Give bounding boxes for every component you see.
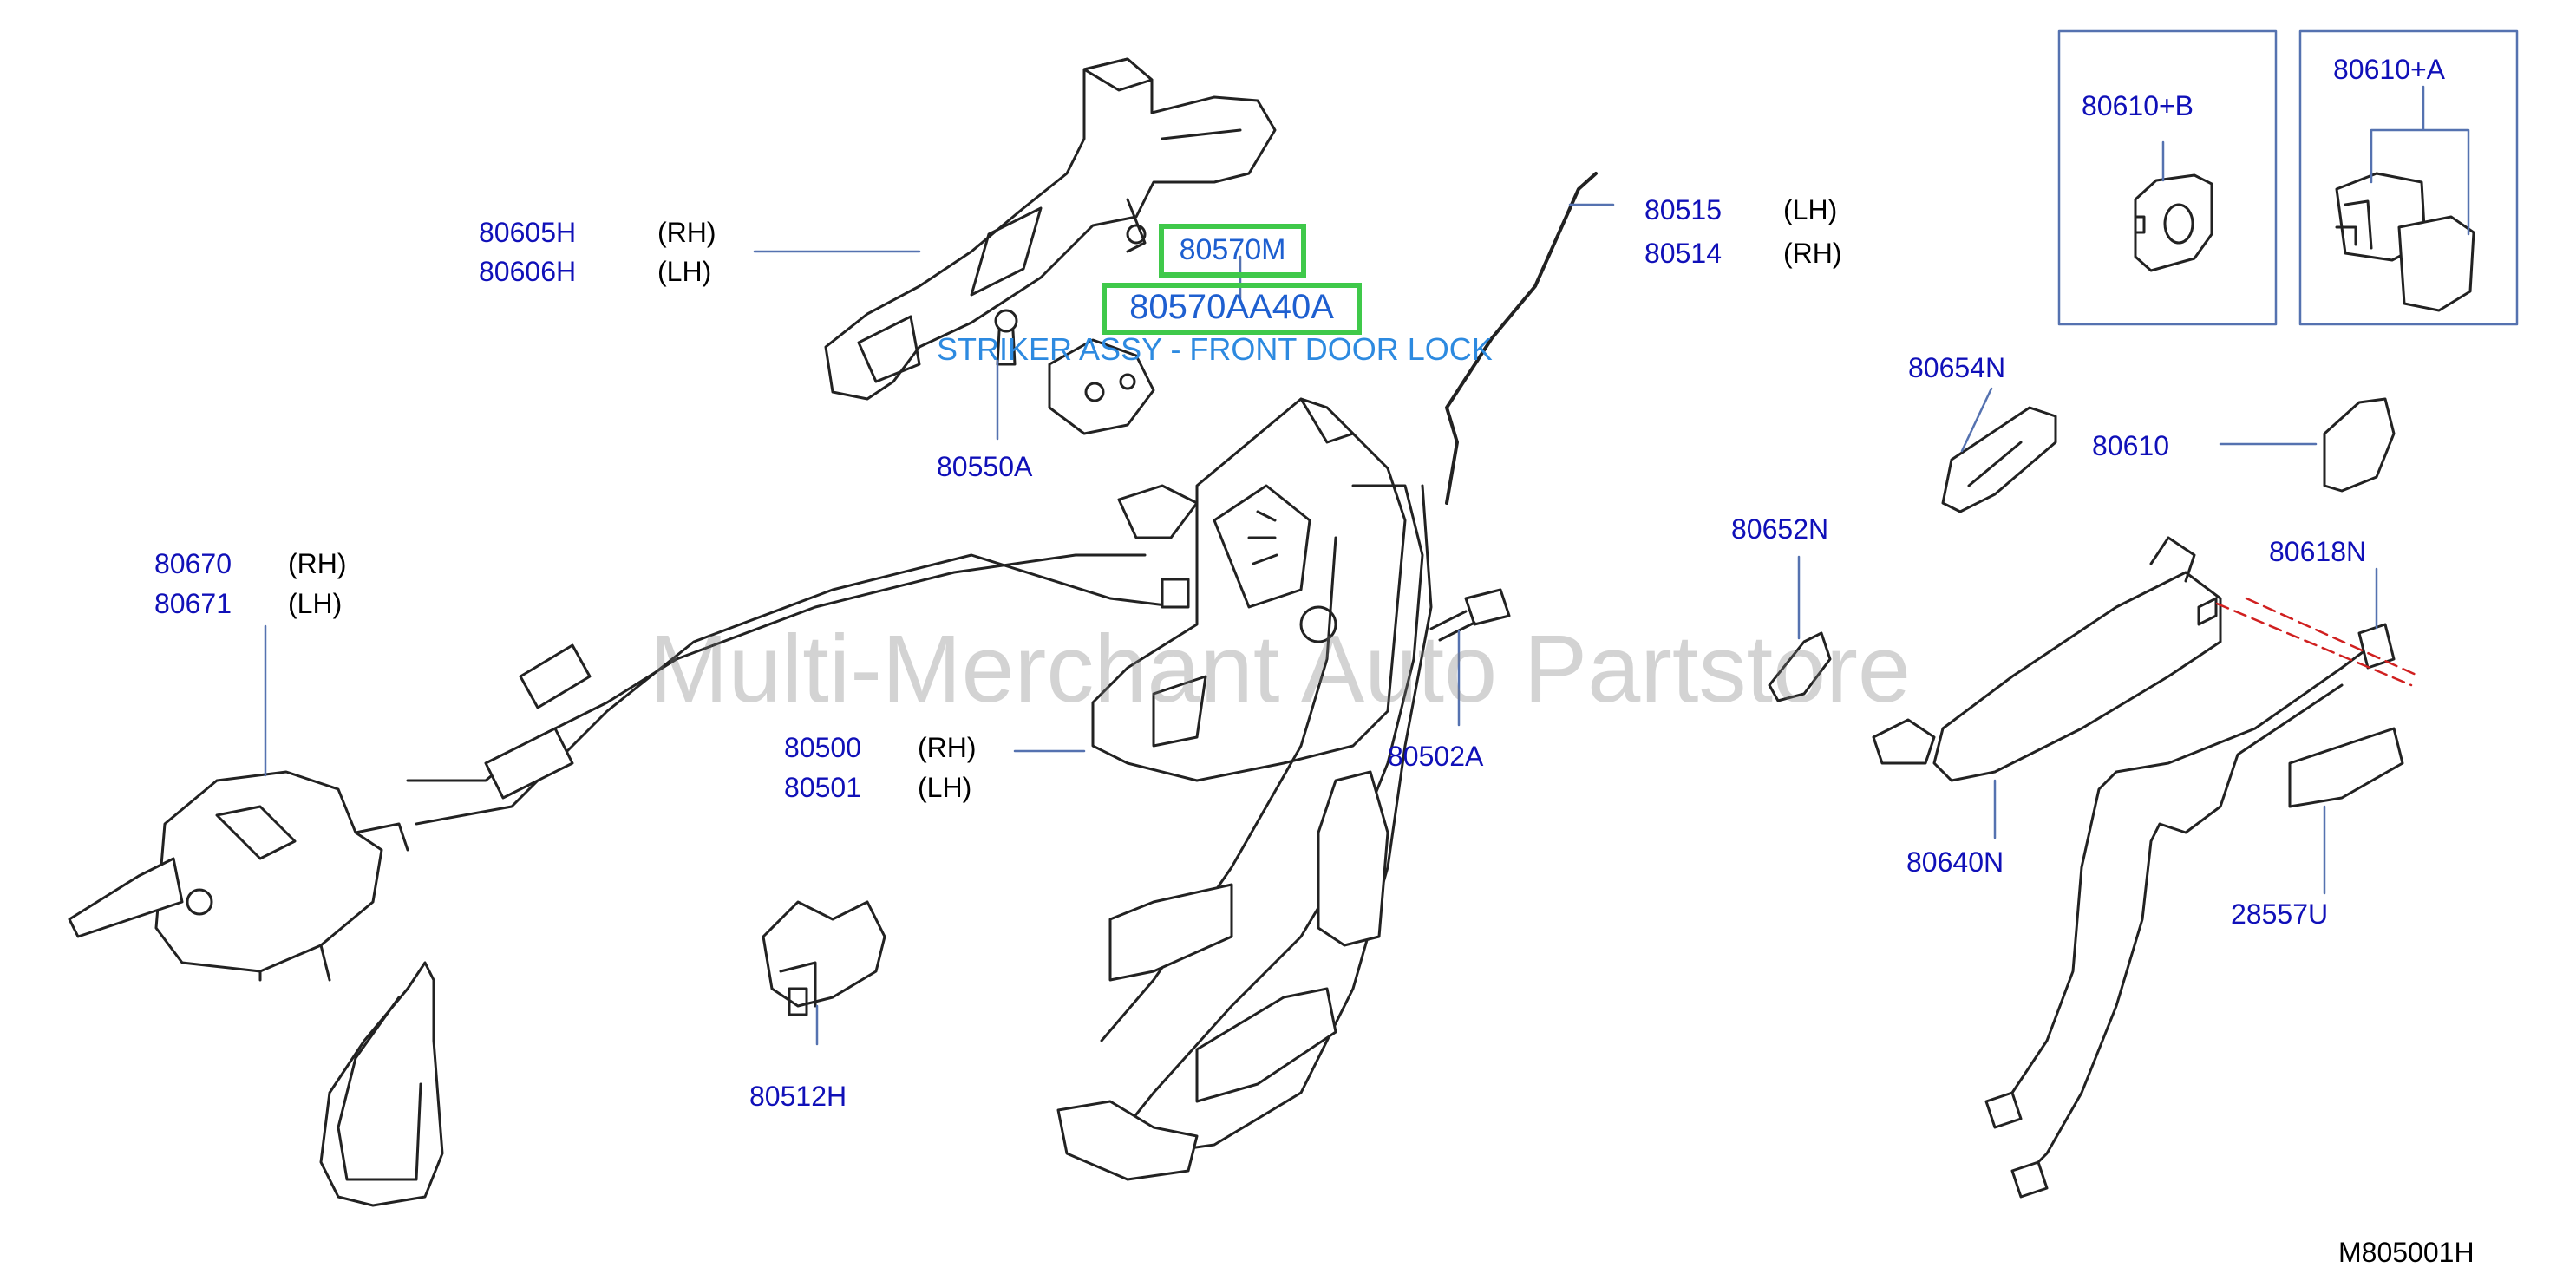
label-80515-side: (LH) (1783, 194, 1838, 225)
label-80670[interactable]: 80670 (154, 548, 232, 579)
lock-actuator-80500-drawing (1091, 397, 1407, 782)
inset-box-80610b (2057, 29, 2278, 326)
control-cables-drawing (406, 484, 1199, 826)
label-28557u[interactable]: 28557U (2231, 898, 2329, 930)
label-80654n[interactable]: 80654N (1908, 352, 2006, 383)
highlight-label-80570aa40a: 80570AA40A (1129, 288, 1334, 326)
rod-80515-drawing (1445, 172, 1598, 505)
leader-lines (264, 85, 2470, 1046)
label-80610[interactable]: 80610 (2092, 430, 2169, 461)
label-80514[interactable]: 80514 (1644, 238, 1722, 269)
highlight-box-80570aa40a[interactable]: 80570AA40A (1102, 283, 1362, 335)
label-80501-side: (LH) (918, 772, 972, 803)
cap-80610b-drawing (2134, 173, 2213, 272)
bolt-80502a-drawing (1429, 588, 1511, 642)
door-cable-loop-drawing (1056, 484, 1433, 1181)
screw-80550a-drawing (994, 309, 1155, 435)
clip-80512h-drawing (762, 900, 886, 1016)
harness-28557u-drawing (1984, 623, 2404, 1199)
handle-frame-80605h-drawing (824, 57, 1277, 401)
label-80652n[interactable]: 80652N (1731, 513, 1829, 545)
label-80500[interactable]: 80500 (784, 732, 861, 763)
label-80502a[interactable]: 80502A (1388, 741, 1484, 772)
outside-handle-80640n-drawing (1872, 536, 2222, 782)
label-80640n[interactable]: 80640N (1906, 846, 2004, 878)
label-80671-side: (LH) (288, 588, 343, 619)
figure-code: M805001H (2338, 1237, 2475, 1268)
label-80671[interactable]: 80671 (154, 588, 232, 619)
watermark-text: Multi-Merchant Auto Partstore (649, 616, 1912, 722)
label-80610b[interactable]: 80610+B (2082, 90, 2194, 121)
label-80515[interactable]: 80515 (1644, 194, 1722, 225)
highlight-box-80570m[interactable]: 80570M (1159, 224, 1306, 278)
label-80606h-side: (LH) (657, 256, 712, 287)
red-dashed-connector (2215, 597, 2422, 687)
label-80606h[interactable]: 80606H (479, 256, 577, 287)
inner-handle-80670-drawing (68, 770, 409, 982)
lock-cylinder-80610a-drawing (2335, 172, 2475, 312)
label-80605h-side: (RH) (657, 217, 716, 248)
label-80618n[interactable]: 80618N (2269, 536, 2367, 567)
escutcheon-drawing (319, 961, 444, 1207)
label-80514-side: (RH) (1783, 238, 1842, 269)
gasket-80652n-drawing (1768, 631, 1832, 702)
label-80500-side: (RH) (918, 732, 977, 763)
label-80670-side: (RH) (288, 548, 347, 579)
label-80550a[interactable]: 80550A (937, 451, 1033, 482)
label-80610a[interactable]: 80610+A (2333, 54, 2446, 85)
cap-80610-drawing (2323, 397, 2396, 493)
highlight-label-80570m: 80570M (1179, 233, 1286, 266)
label-80512h[interactable]: 80512H (749, 1081, 847, 1112)
label-80501[interactable]: 80501 (784, 772, 861, 803)
inset-box-80610a (2298, 29, 2519, 326)
label-80605h[interactable]: 80605H (479, 217, 577, 248)
part-callout-text: STRIKER ASSY - FRONT DOOR LOCK (937, 331, 1493, 367)
